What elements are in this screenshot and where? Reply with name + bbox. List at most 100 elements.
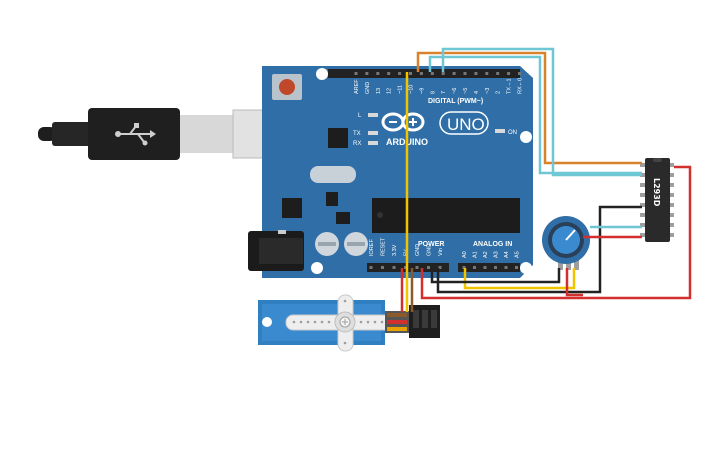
pin-label: 13 (376, 88, 382, 94)
pin-label: ~6 (452, 88, 458, 94)
header-pin[interactable] (430, 72, 434, 75)
wire[interactable] (430, 268, 561, 284)
servo-motor[interactable] (258, 294, 440, 352)
mounting-hole (316, 68, 328, 80)
header-pin[interactable] (507, 72, 511, 75)
header-pin[interactable] (473, 266, 476, 269)
on-label: ON (508, 130, 517, 136)
header-pin[interactable] (409, 72, 412, 75)
wire[interactable] (463, 268, 576, 290)
smd-component (278, 230, 286, 234)
wire[interactable] (441, 47, 642, 177)
capacitor (344, 232, 368, 256)
header-pin[interactable] (441, 72, 445, 75)
pin-label: 4 (474, 91, 480, 94)
servo-mount-hole (262, 317, 272, 327)
header-pin[interactable] (369, 266, 373, 269)
header-pin[interactable] (462, 266, 466, 269)
wire[interactable] (428, 55, 642, 175)
pin-label: GND (427, 244, 433, 256)
header-pin[interactable] (483, 266, 487, 269)
pin-label: GND (365, 82, 371, 94)
pin-label: RESET (381, 237, 387, 256)
header-pin[interactable] (452, 72, 456, 75)
header-pin[interactable] (392, 266, 396, 269)
header-pin[interactable] (494, 266, 497, 269)
header-pin[interactable] (427, 266, 430, 269)
l293d-driver-chip[interactable]: L293D (640, 158, 674, 242)
pin-label: A1 (473, 251, 479, 258)
pin-label: TX→1 (507, 78, 513, 94)
servo-connector[interactable] (409, 305, 440, 338)
small-ic (336, 212, 350, 224)
small-ic (326, 192, 338, 206)
wire[interactable] (416, 51, 642, 165)
led-rx-indicator (368, 141, 378, 145)
pin-label: 7 (441, 91, 447, 94)
uno-badge (439, 111, 489, 135)
pin-label: A3 (494, 251, 500, 258)
usb-chip (328, 128, 348, 148)
header-pin[interactable] (474, 72, 478, 75)
led-on-indicator (495, 129, 505, 133)
header-pin[interactable] (485, 72, 489, 75)
voltage-regulator (282, 198, 302, 218)
header-pin[interactable] (463, 72, 467, 75)
pin-label: RX←0 (518, 78, 524, 94)
led-tx-indicator (368, 131, 378, 135)
digital-header-label: DIGITAL (PWM~) (428, 98, 483, 105)
pin-label: A5 (515, 251, 521, 258)
header-pin[interactable] (504, 266, 508, 269)
usb-plug (180, 115, 235, 153)
pin-label: A2 (483, 251, 489, 258)
header-pin[interactable] (365, 72, 369, 75)
header-pin[interactable] (387, 72, 391, 75)
tx-label: TX (353, 131, 361, 137)
pin-label: A0 (462, 251, 468, 258)
usb-cable[interactable] (38, 108, 302, 160)
header-pin[interactable] (354, 72, 358, 75)
wire[interactable] (565, 268, 583, 297)
pin-label: ~11 (398, 85, 404, 94)
power-jack[interactable] (248, 231, 304, 271)
header-pin[interactable] (376, 72, 380, 75)
pin-label: GND (415, 244, 421, 256)
header-pin[interactable] (415, 266, 419, 269)
potentiometer[interactable] (542, 216, 590, 270)
pin-label: AREF (354, 79, 360, 94)
pin-label: ~9 (419, 88, 425, 94)
reset-button[interactable] (272, 74, 302, 100)
header-pin[interactable] (398, 72, 402, 75)
pin-label: 8 (430, 91, 436, 94)
header-pin[interactable] (381, 266, 384, 269)
header-pin[interactable] (419, 72, 423, 75)
pin-label: ~10 (409, 85, 415, 94)
digital-header[interactable] (328, 69, 520, 78)
l-label: L (358, 113, 362, 119)
analog-header[interactable] (458, 263, 520, 272)
header-pin[interactable] (515, 266, 518, 269)
atmega-chip (372, 198, 520, 233)
pin-label: 12 (387, 88, 393, 94)
wire[interactable] (420, 165, 692, 300)
header-pin[interactable] (438, 266, 442, 269)
l293d-label: L293D (652, 178, 661, 207)
header-pin[interactable] (404, 266, 407, 269)
pin-label: IOREF (369, 239, 375, 256)
pin-label: 2 (496, 91, 502, 94)
header-pin[interactable] (518, 72, 521, 75)
led-l-indicator (368, 113, 378, 117)
usb-icon (115, 123, 156, 146)
pin-label: A4 (504, 251, 510, 258)
mounting-hole (311, 262, 323, 274)
arduino-logo (381, 112, 425, 132)
analog-header-label: ANALOG IN (473, 241, 512, 248)
servo-horn[interactable] (285, 294, 401, 352)
mounting-hole (520, 131, 532, 143)
header-pin[interactable] (496, 72, 500, 75)
pin-label: ~5 (463, 88, 469, 94)
pin-label: 3.3V (392, 244, 398, 256)
wire[interactable] (436, 205, 642, 294)
